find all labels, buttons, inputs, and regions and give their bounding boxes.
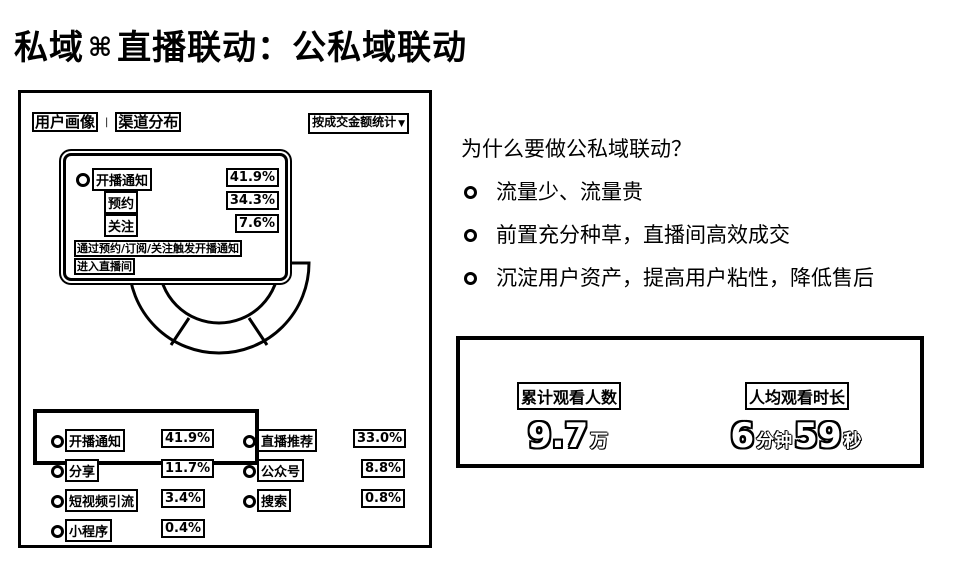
stat-label: 累计观看人数	[516, 382, 622, 410]
legend-dot-icon	[243, 495, 256, 508]
legend-item[interactable]: 分享 11.7%	[51, 459, 241, 482]
tooltip-note: 通过预约/订阅/关注触发开播通知 进入直播间	[73, 240, 266, 276]
tooltip-sub-pct: 34.3%	[225, 191, 280, 210]
legend-dot-icon	[51, 525, 64, 538]
page-title: 私域⌘直播联动：公私域联动	[14, 20, 467, 69]
stat-filter-dropdown[interactable]: 按成交金额统计▼	[308, 113, 409, 134]
chart-tooltip: 开播通知 41.9% 预约 34.3% 关注 7.6% 通过预约/订阅/关注触发…	[63, 153, 288, 281]
legend-item[interactable]: 直播推荐 33.0%	[243, 429, 413, 452]
legend-dot-icon	[51, 465, 64, 478]
legend-pct: 41.9%	[160, 429, 215, 448]
list-item-text: 沉淀用户资产，提高用户粘性，降低售后	[496, 266, 874, 290]
section-question: 为什么要做公私域联动？	[461, 137, 692, 161]
list-item-text: 前置充分种草，直播间高效成交	[496, 223, 790, 247]
chevron-down-icon: ▼	[398, 119, 405, 129]
stat-label: 人均观看时长	[744, 382, 850, 410]
stat-number: 6	[730, 416, 755, 456]
tooltip-sub-label: 预约	[103, 191, 139, 214]
donut-ring	[127, 261, 311, 355]
legend-pct: 11.7%	[160, 459, 215, 478]
tab-separator: |	[105, 116, 109, 128]
list-item-text: 流量少、流量贵	[496, 180, 643, 204]
tab-bar: 用户画像 | 渠道分布	[31, 112, 182, 132]
title-separator-icon: ⌘	[88, 33, 114, 63]
legend-pct: 0.4%	[160, 519, 206, 538]
legend-dot-icon	[51, 435, 64, 448]
legend-dot-icon	[76, 173, 90, 187]
tooltip-main-row: 开播通知 41.9%	[76, 168, 280, 191]
title-left: 私域	[14, 28, 84, 68]
legend-item[interactable]: 小程序 0.4%	[51, 519, 241, 542]
stat-number: 59	[794, 416, 842, 456]
tab-user-profile[interactable]: 用户画像	[31, 112, 99, 132]
legend-dot-icon	[243, 465, 256, 478]
legend-label: 分享	[64, 459, 100, 482]
donut-slice-divider	[247, 317, 269, 346]
legend-label: 公众号	[256, 459, 305, 482]
legend-pct: 3.4%	[160, 489, 206, 508]
tooltip-note-line: 进入直播间	[74, 258, 135, 275]
donut-chart	[127, 261, 311, 355]
legend-pct: 33.0%	[352, 429, 407, 448]
phone-screenshot-panel: 用户画像 | 渠道分布 按成交金额统计▼ 开播通知 41.9% 预约 34.3%…	[18, 90, 432, 548]
tooltip-main-pct: 41.9%	[225, 168, 280, 187]
bullet-dot-icon	[464, 186, 477, 199]
legend-pct: 0.8%	[360, 489, 406, 508]
legend-label: 直播推荐	[256, 429, 318, 452]
legend-label: 搜索	[256, 489, 292, 512]
legend-dot-icon	[51, 495, 64, 508]
tooltip-sub-row: 关注 7.6%	[76, 214, 280, 237]
legend-pct: 8.8%	[360, 459, 406, 478]
legend-item[interactable]: 短视频引流 3.4%	[51, 489, 241, 512]
legend-item[interactable]: 公众号 8.8%	[243, 459, 413, 482]
tab-channel-distribution[interactable]: 渠道分布	[115, 112, 182, 132]
legend-label: 开播通知	[64, 429, 126, 452]
tooltip-sub-label: 关注	[103, 214, 139, 237]
stat-number: 9.7	[527, 416, 589, 456]
title-right: 直播联动：公私域联动	[117, 28, 468, 68]
tooltip-main-label: 开播通知	[91, 168, 153, 191]
donut-slice-divider	[169, 317, 191, 346]
legend-item[interactable]: 搜索 0.8%	[243, 489, 413, 512]
legend-label: 短视频引流	[64, 489, 139, 512]
legend-item[interactable]: 开播通知 41.9%	[51, 429, 241, 452]
legend-dot-icon	[243, 435, 256, 448]
tooltip-sub-pct: 7.6%	[234, 214, 280, 233]
stat-unit: 秒	[843, 431, 862, 452]
bullet-dot-icon	[464, 229, 477, 242]
stat-unit: 分钟	[756, 431, 793, 452]
tooltip-sub-row: 预约 34.3%	[76, 191, 280, 214]
bullet-dot-icon	[464, 272, 477, 285]
stat-unit: 万	[590, 431, 609, 452]
tooltip-note-line: 通过预约/订阅/关注触发开播通知	[73, 240, 243, 257]
legend-highlight-box	[33, 409, 259, 465]
stat-filter-label: 按成交金额统计	[312, 115, 397, 129]
legend-label: 小程序	[64, 519, 113, 542]
